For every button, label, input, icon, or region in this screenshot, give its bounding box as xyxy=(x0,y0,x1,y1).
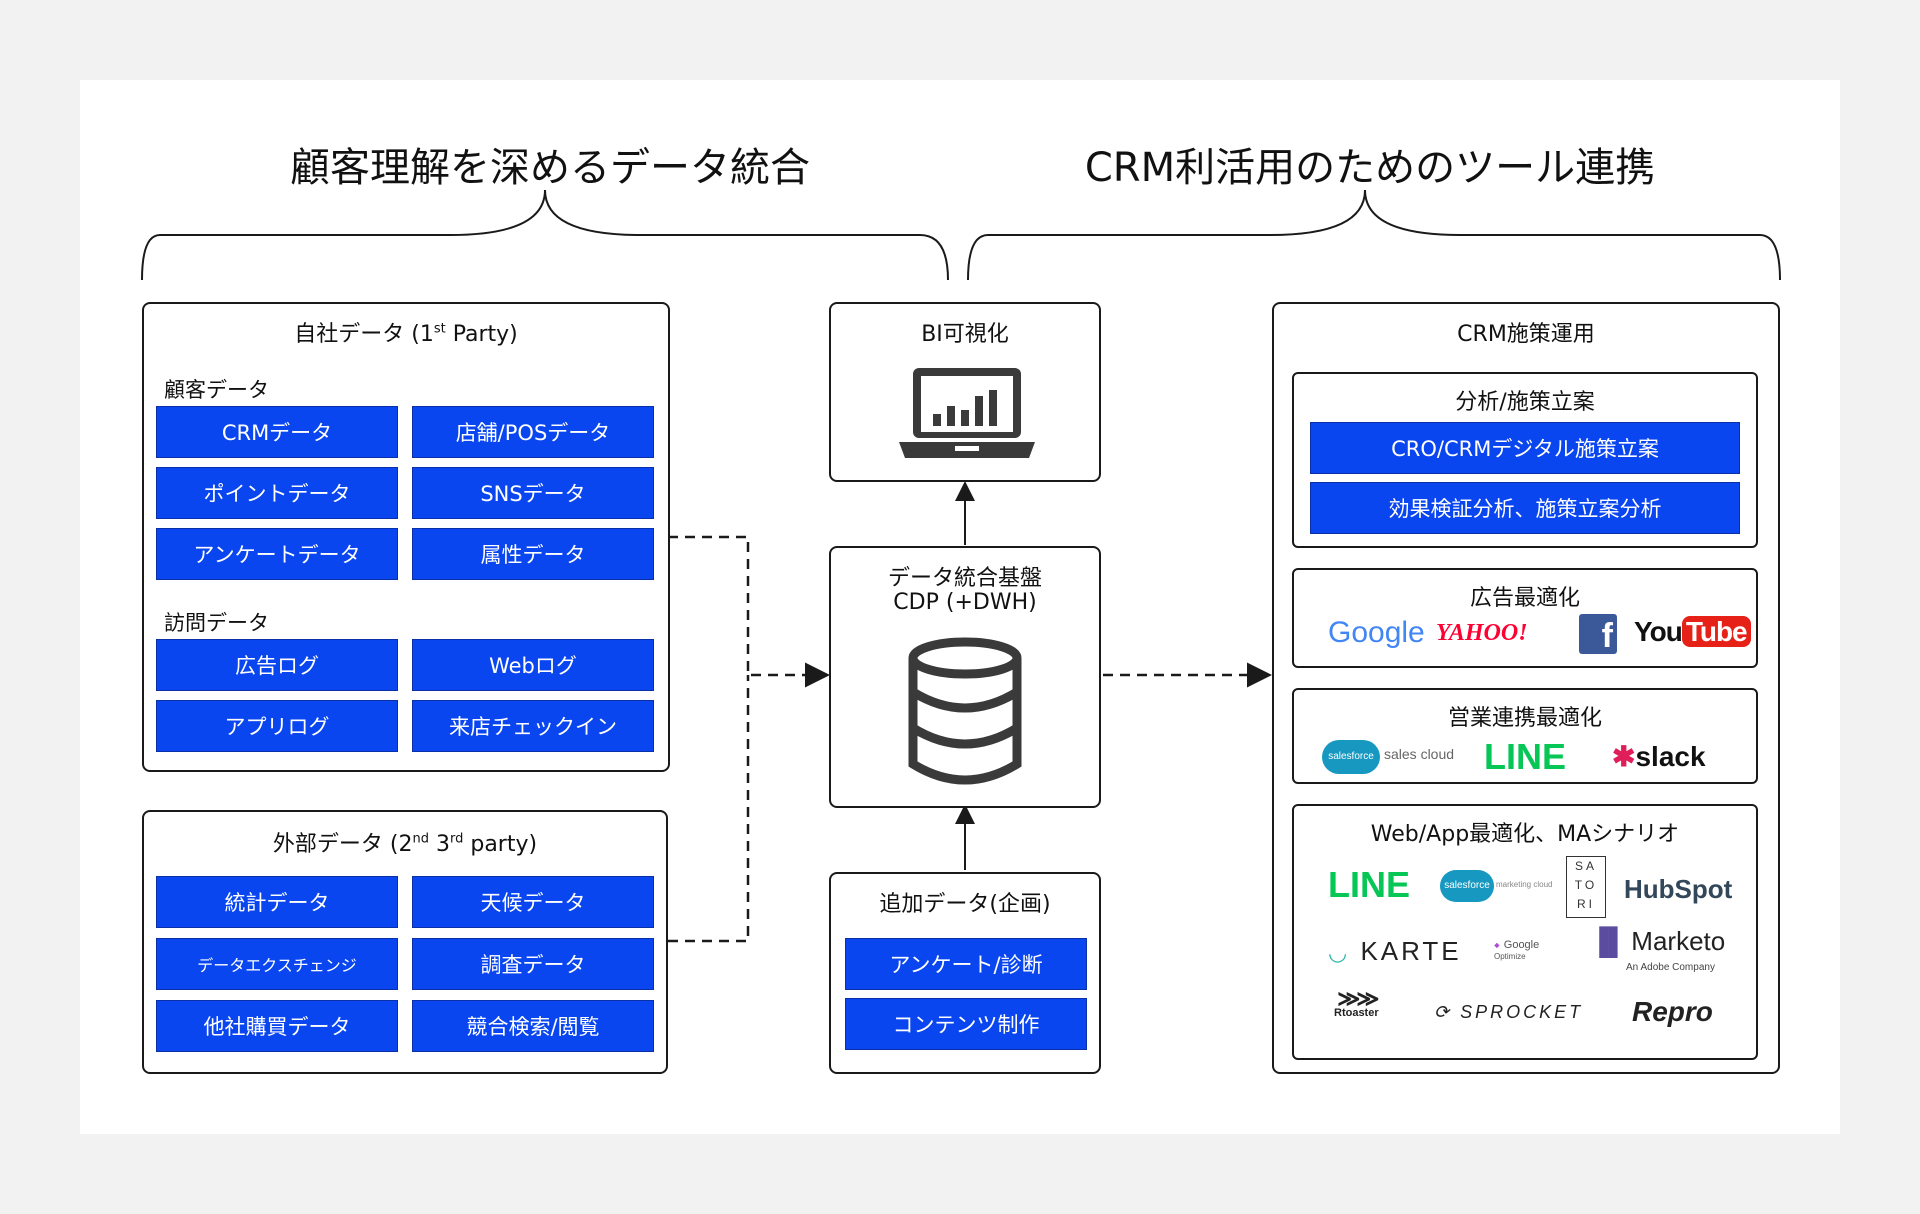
database-icon xyxy=(908,637,1022,785)
salesforce-mc-logo: salesforce xyxy=(1440,870,1494,902)
pos-data-box: 店舗/POSデータ xyxy=(412,406,654,458)
marketing-cloud-label: marketing cloud xyxy=(1496,880,1553,889)
cro-planning-box: CRO/CRMデジタル施策立案 xyxy=(1310,422,1740,474)
attribute-data-box: 属性データ xyxy=(412,528,654,580)
cdp-title-line2: CDP (+DWH) xyxy=(893,590,1037,615)
optimize-mark-icon: ⬩ xyxy=(1494,937,1500,954)
sales-cloud-label: sales cloud xyxy=(1384,746,1455,762)
rtoaster-logo: ≫≫ Rtoaster xyxy=(1334,986,1379,1020)
slack-mark-icon: ✱ xyxy=(1612,741,1636,772)
additional-title: 追加データ(企画) xyxy=(879,892,1051,917)
yahoo-logo: YAHOO! xyxy=(1436,620,1528,646)
external-title: 外部データ (2nd 3rd party) xyxy=(272,831,538,857)
sns-data-box: SNSデータ xyxy=(412,467,654,519)
ad-log-box: 広告ログ xyxy=(156,639,398,691)
point-data-box: ポイントデータ xyxy=(156,467,398,519)
karte-logo: ◡ KARTE xyxy=(1328,936,1462,966)
sprocket-logo: ⟳ SPROCKET xyxy=(1434,1002,1584,1022)
sales-title: 営業連携最適化 xyxy=(1447,706,1602,731)
crm-panel: CRM施策運用 分析/施策立案 CRO/CRMデジタル施策立案 効果検証分析、施… xyxy=(1272,302,1780,1074)
bi-title: BI可視化 xyxy=(921,322,1009,347)
crm-data-box: CRMデータ xyxy=(156,406,398,458)
marketo-logo: ▐▌ Marketo An Adobe Company xyxy=(1590,926,1726,973)
research-data-box: 調査データ xyxy=(412,938,654,990)
left-brace xyxy=(141,189,1781,280)
analysis-subpanel: 分析/施策立案 CRO/CRMデジタル施策立案 効果検証分析、施策立案分析 xyxy=(1292,372,1758,548)
cdp-panel: データ統合基盤 CDP (+DWH) xyxy=(829,546,1101,808)
rtoaster-mark-icon: ≫≫ xyxy=(1337,986,1379,1011)
ads-title: 広告最適化 xyxy=(1469,586,1580,611)
sprocket-mark-icon: ⟳ xyxy=(1434,1002,1453,1022)
stats-data-box: 統計データ xyxy=(156,876,398,928)
first-party-panel: 自社データ (1st Party) 顧客データ CRMデータ 店舗/POSデータ… xyxy=(142,302,670,772)
salesforce-logo: salesforce xyxy=(1322,740,1380,774)
line-logo-2: LINE xyxy=(1328,864,1411,905)
web-title: Web/App最適化、MAシナリオ xyxy=(1370,822,1680,847)
laptop-chart-icon xyxy=(899,368,1035,458)
google-logo: Google xyxy=(1328,616,1425,649)
data-exchange-box: データエクスチェンジ xyxy=(156,938,398,990)
facebook-logo: f xyxy=(1579,614,1617,655)
crm-title: CRM施策運用 xyxy=(1457,322,1595,347)
karte-mark-icon: ◡ xyxy=(1328,940,1351,965)
app-log-box: アプリログ xyxy=(156,700,398,752)
customer-data-label: 顧客データ xyxy=(164,378,269,402)
cdp-title-line1: データ統合基盤 xyxy=(887,566,1042,591)
sales-subpanel: 営業連携最適化 salesforce sales cloud LINE ✱sla… xyxy=(1292,688,1758,784)
line-logo: LINE xyxy=(1484,736,1567,777)
right-heading: CRM利活用のためのツール連携 xyxy=(1084,145,1656,191)
web-subpanel: Web/App最適化、MAシナリオ LINE salesforce market… xyxy=(1292,804,1758,1060)
content-production-box: コンテンツ制作 xyxy=(845,998,1087,1050)
web-log-box: Webログ xyxy=(412,639,654,691)
connectors xyxy=(668,481,1272,943)
hubspot-logo: HubSpot xyxy=(1624,874,1733,904)
bi-panel: BI可視化 xyxy=(829,302,1101,482)
diagram-canvas: 顧客理解を深めるデータ統合 CRM利活用のためのツール連携 自社データ (1st… xyxy=(80,80,1840,1134)
external-panel: 外部データ (2nd 3rd party) 統計データ 天候データ データエクス… xyxy=(142,810,668,1074)
additional-panel: 追加データ(企画) アンケート/診断 コンテンツ制作 xyxy=(829,872,1101,1074)
first-party-title: 自社データ (1st Party) xyxy=(294,321,518,347)
survey-diagnosis-box: アンケート/診断 xyxy=(845,938,1087,990)
survey-data-box: アンケートデータ xyxy=(156,528,398,580)
effect-analysis-box: 効果検証分析、施策立案分析 xyxy=(1310,482,1740,534)
competitor-search-box: 競合検索/閲覧 xyxy=(412,1000,654,1052)
analysis-title: 分析/施策立案 xyxy=(1455,390,1595,415)
checkin-box: 来店チェックイン xyxy=(412,700,654,752)
repro-logo: Repro xyxy=(1632,996,1713,1027)
slack-logo: ✱slack xyxy=(1612,741,1706,772)
purchase-data-box: 他社購買データ xyxy=(156,1000,398,1052)
weather-data-box: 天候データ xyxy=(412,876,654,928)
marketo-mark-icon: ▐▌ xyxy=(1590,926,1627,956)
visit-data-label: 訪問データ xyxy=(164,611,269,635)
